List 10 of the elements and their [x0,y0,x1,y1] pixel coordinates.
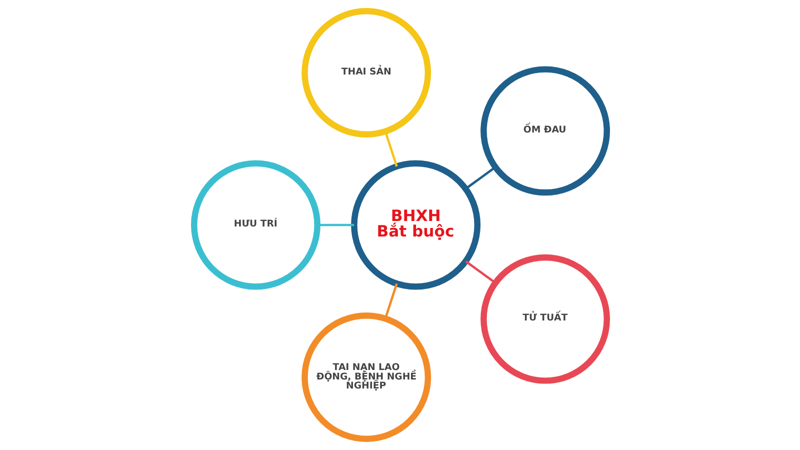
node-circle: ỐM ĐAU [480,66,610,196]
connector [384,131,398,167]
node-circle: HƯU TRÍ [190,160,320,290]
node-circle: THAI SẢN [301,8,431,138]
node-circle: TAI NẠN LAO ĐỘNG, BỆNH NGHỀ NGHIỆP [301,312,431,442]
connector [464,260,496,284]
connector [384,283,398,319]
node-circle: TỬ TUẤT [480,254,610,384]
node-circle: BHXH Bắt buộc [350,160,480,290]
connector [464,166,496,190]
